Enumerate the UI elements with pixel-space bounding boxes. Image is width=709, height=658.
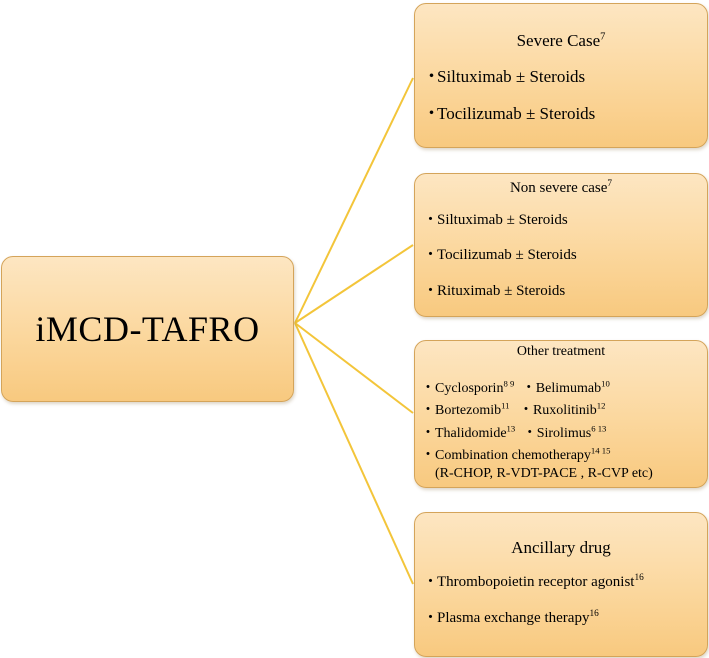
bullet: ・ — [423, 283, 439, 299]
list-item: ・Combination chemotherapy14 15 — [421, 445, 611, 463]
center-node: iMCD-TAFRO — [1, 256, 294, 402]
list-item: ・Cyclosporin8 9 ・Belimumab10 — [421, 378, 610, 396]
connector-severe — [294, 77, 414, 324]
bullet: ・ — [421, 448, 435, 463]
list-item: ・Tocilizumab ± Steroids — [423, 243, 577, 264]
bullet: ・ — [423, 104, 440, 123]
bullet: ・ — [518, 403, 533, 418]
ancillary-drug-title: Ancillary drug — [511, 538, 611, 557]
treatment-note: (R-CHOP, R-VDT-PACE , R-CVP etc) — [435, 466, 653, 481]
connector-ancillary — [294, 322, 414, 585]
list-item: ・Rituximab ± Steroids — [423, 279, 565, 300]
list-item: ・Plasma exchange therapy16 — [423, 606, 599, 627]
bullet: ・ — [522, 426, 537, 441]
bullet: ・ — [421, 403, 435, 418]
connector-nonsevere — [294, 244, 414, 324]
bullet: ・ — [423, 610, 439, 626]
list-item: ・Thrombopoietin receptor agonist16 — [423, 570, 644, 591]
other-treatment-box: Other treatment ・Cyclosporin8 9 ・Belimum… — [414, 340, 708, 488]
bullet: ・ — [421, 426, 435, 441]
bullet: ・ — [423, 574, 439, 590]
bullet: ・ — [521, 381, 536, 396]
list-item: ・Bortezomib11 ・Ruxolitinib12 — [421, 400, 606, 418]
center-label: iMCD-TAFRO — [35, 309, 260, 349]
list-item: ・Thalidomide13 ・Sirolimus6 13 — [421, 423, 607, 441]
list-item: ・Siltuximab ± Steroids — [423, 62, 585, 87]
non-severe-case-ref: 7 — [607, 179, 613, 189]
bullet: ・ — [421, 381, 435, 396]
severe-case-ref: 7 — [600, 31, 606, 43]
severe-case-title: Severe Case7 — [516, 31, 606, 50]
non-severe-case-box: Non severe case7 ・Siltuximab ± Steroids … — [414, 173, 708, 317]
bullet: ・ — [423, 67, 440, 86]
bullet: ・ — [423, 247, 439, 263]
ancillary-drug-box: Ancillary drug ・Thrombopoietin receptor … — [414, 512, 708, 657]
severe-case-box: Severe Case7 ・Siltuximab ± Steroids ・Toc… — [414, 3, 708, 148]
bullet: ・ — [423, 212, 439, 228]
list-item: ・Siltuximab ± Steroids — [423, 208, 568, 229]
connector-other — [294, 322, 414, 414]
non-severe-case-title: Non severe case7 — [509, 179, 613, 196]
other-treatment-title: Other treatment — [516, 344, 606, 359]
list-item: ・Tocilizumab ± Steroids — [423, 99, 595, 124]
